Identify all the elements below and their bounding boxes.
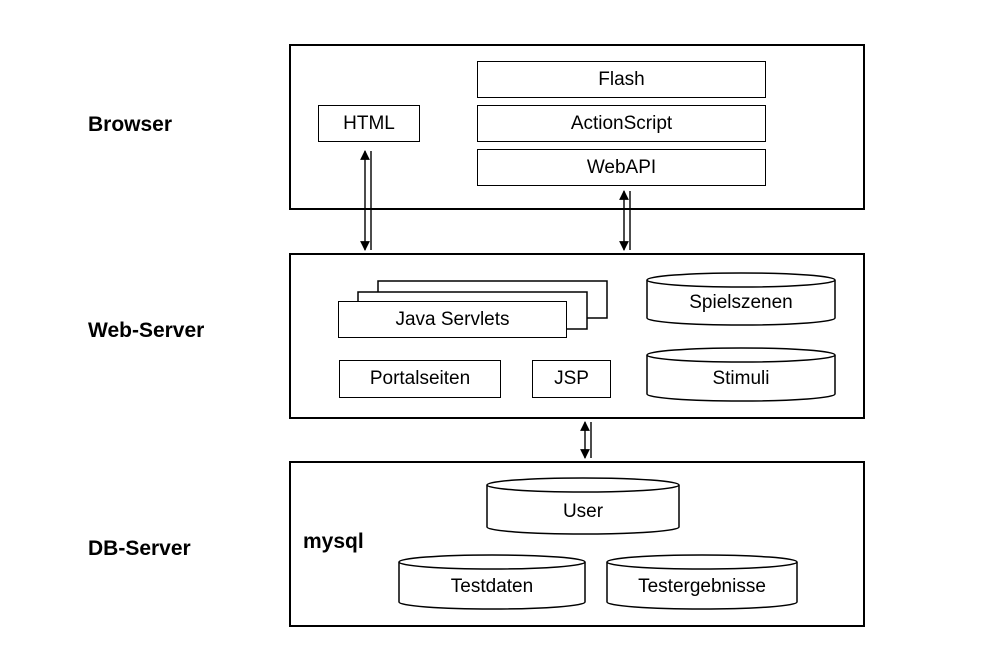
user-cylinder	[486, 477, 680, 535]
tier-label-db-server: DB-Server	[88, 537, 191, 560]
webserver-dbserver-arrow	[580, 421, 592, 459]
spielszenen-label: Spielszenen	[689, 292, 793, 313]
testergebnisse-label: Testergebnisse	[638, 576, 766, 597]
stimuli-cylinder	[646, 347, 836, 402]
html-webserver-arrow	[360, 150, 372, 251]
testergebnisse-cylinder	[606, 554, 798, 610]
webapi-box: WebAPI	[477, 149, 766, 186]
webapi-webserver-arrow	[619, 190, 631, 251]
actionscript-box: ActionScript	[477, 105, 766, 142]
tier-label-web-server: Web-Server	[88, 319, 205, 342]
flash-box: Flash	[477, 61, 766, 98]
mysql-label: mysql	[303, 530, 364, 553]
html-box: HTML	[318, 105, 420, 142]
spielszenen-cylinder	[646, 272, 836, 326]
portalseiten-box: Portalseiten	[339, 360, 501, 398]
user-label: User	[562, 501, 604, 522]
testdaten-label: Testdaten	[450, 576, 534, 597]
testdaten-cylinder	[398, 554, 586, 610]
java-servlets-box: Java Servlets	[338, 301, 567, 338]
tier-label-browser: Browser	[88, 113, 173, 136]
jsp-box: JSP	[532, 360, 611, 398]
stimuli-label: Stimuli	[712, 368, 770, 389]
